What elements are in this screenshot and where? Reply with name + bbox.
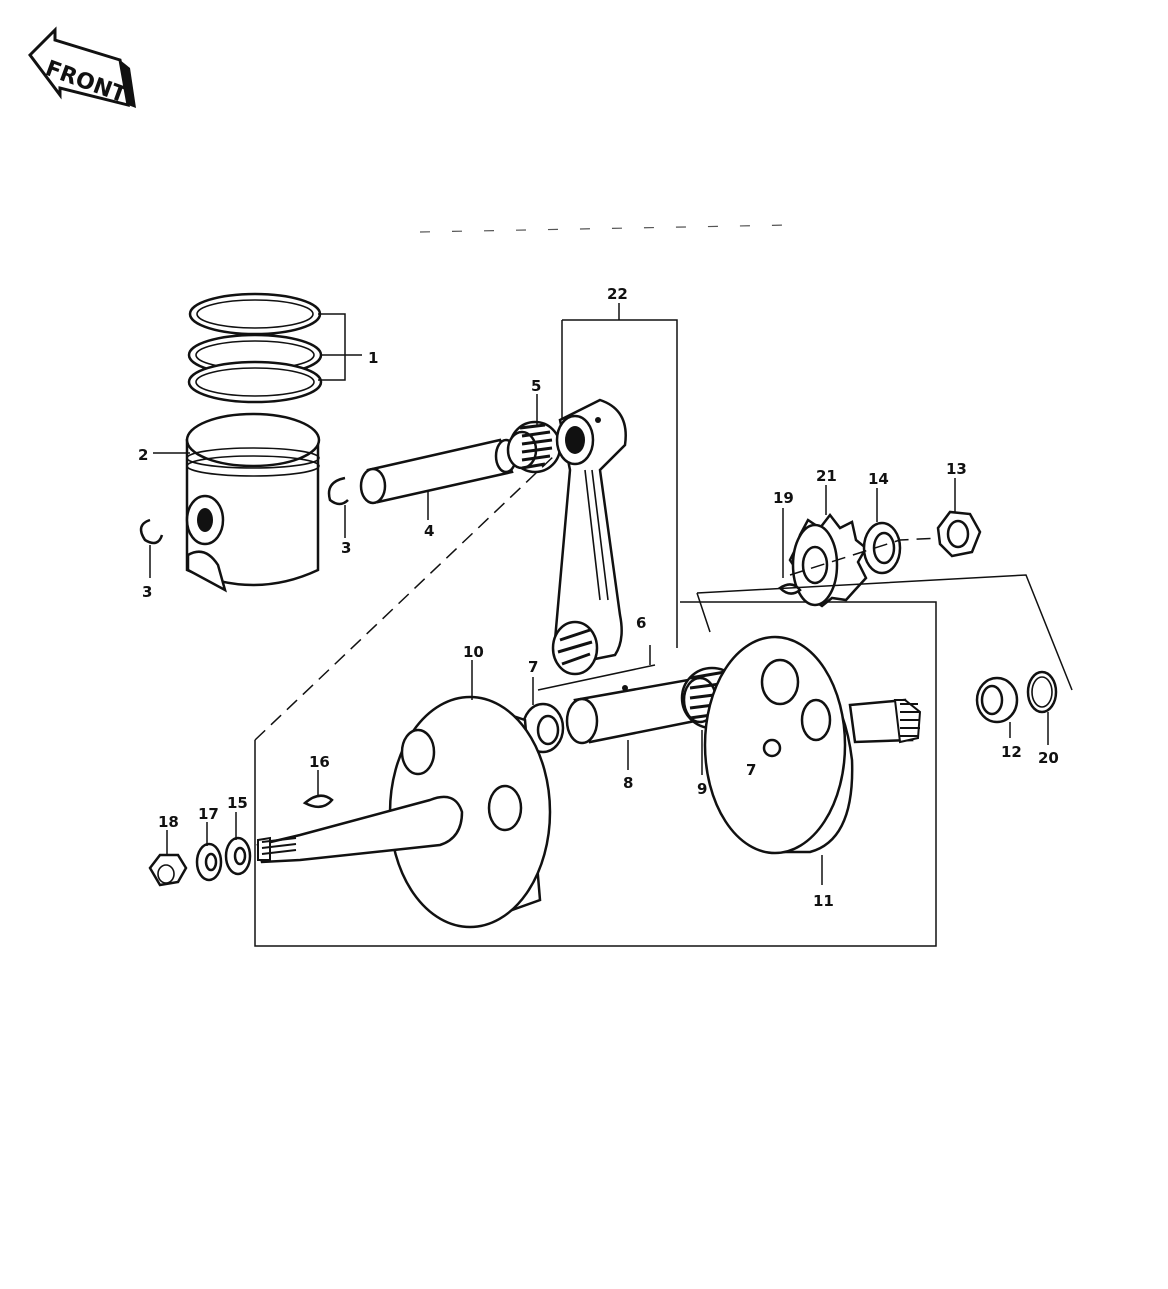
callout-13: 13 (946, 460, 967, 478)
scan-artifact-line (419, 224, 791, 233)
callout-8: 8 (623, 774, 633, 792)
callout-9: 9 (697, 780, 707, 798)
piston-rings (187, 292, 323, 404)
callout-7a: 7 (528, 658, 538, 676)
callout-3b: 3 (341, 539, 351, 557)
callout-18: 18 (158, 813, 179, 831)
callout-21: 21 (816, 467, 837, 485)
washer-15 (224, 836, 252, 876)
connecting-rod (551, 398, 627, 676)
nut-13 (936, 510, 982, 558)
callout-1: 1 (368, 349, 378, 367)
callout-20: 20 (1038, 749, 1059, 767)
callout-12: 12 (1001, 743, 1022, 761)
nut-18 (148, 853, 188, 887)
circlip-20 (1026, 670, 1058, 714)
circlip-left (139, 518, 164, 545)
assembly-bracket (254, 601, 937, 947)
small-end-bearing (506, 420, 562, 474)
bracket-6 (537, 645, 656, 691)
flywheel-left (256, 695, 552, 929)
bracket-right (696, 574, 1073, 691)
front-arrow-icon: FRONT (28, 26, 136, 108)
callout-22: 22 (607, 285, 628, 303)
piston-pin (359, 438, 518, 505)
callout-4: 4 (424, 522, 434, 540)
circlip-right (327, 476, 349, 506)
crank-pin (565, 678, 702, 745)
washer-14 (862, 521, 902, 575)
woodruff-key-left (302, 794, 334, 809)
alignment-line-rod (254, 454, 556, 741)
oil-seal-12 (975, 676, 1019, 724)
callout-15: 15 (227, 794, 248, 812)
woodruff-key-19 (778, 583, 802, 595)
primary-gear-21 (788, 512, 868, 608)
callout-19: 19 (773, 489, 794, 507)
callout-5: 5 (531, 377, 541, 395)
alignment-line-gear (789, 537, 941, 576)
callout-16: 16 (309, 753, 330, 771)
flywheel-right (703, 635, 922, 855)
callout-11: 11 (813, 892, 834, 910)
callout-2: 2 (138, 446, 148, 464)
callout-3a: 3 (142, 583, 152, 601)
callout-10: 10 (463, 643, 484, 661)
callout-7b: 7 (746, 761, 756, 779)
leader-1 (318, 313, 362, 381)
piston (185, 412, 321, 593)
bracket-22 (561, 319, 678, 648)
lock-washer-17 (195, 842, 223, 882)
callout-14: 14 (868, 470, 889, 488)
callout-6: 6 (636, 614, 646, 632)
callout-17: 17 (198, 805, 219, 823)
